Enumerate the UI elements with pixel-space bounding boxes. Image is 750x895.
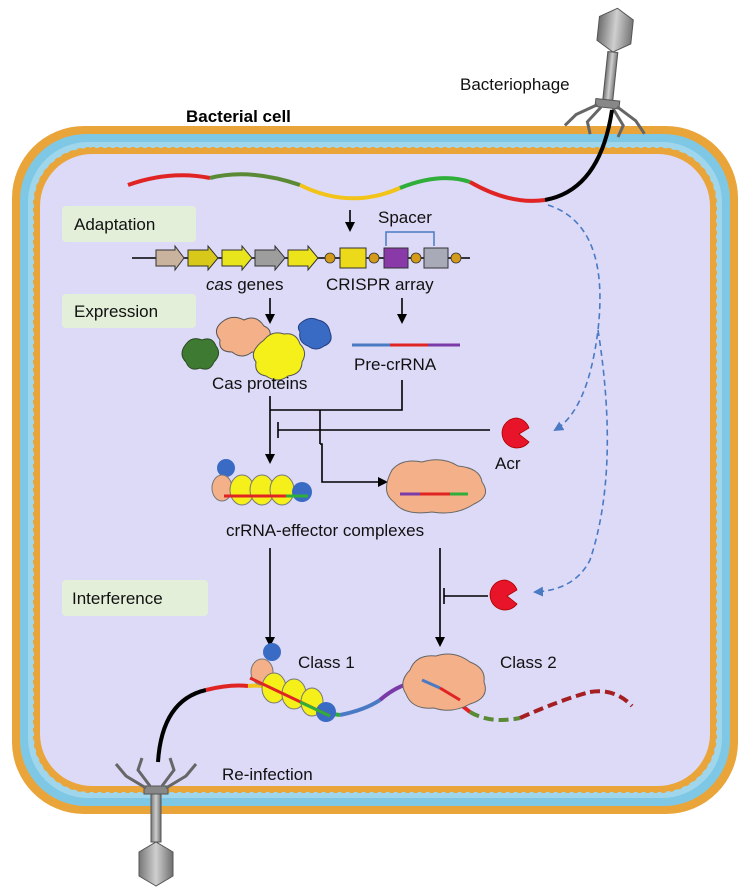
acr-protein-icon — [501, 417, 530, 449]
bacteriophage-label: Bacteriophage — [460, 75, 570, 94]
cas-proteins-label: Cas proteins — [212, 374, 307, 393]
acr-protein-icon — [489, 579, 518, 611]
class1-label: Class 1 — [298, 653, 355, 672]
stage-interference: Interference — [72, 589, 163, 608]
effector-complex-icon — [249, 643, 336, 722]
complexes-label: crRNA-effector complexes — [226, 521, 424, 540]
effector-complex-icon — [386, 459, 487, 514]
cas-genes-locus — [132, 244, 470, 272]
stage-box-interference — [62, 580, 208, 616]
crispr-array-label: CRISPR array — [326, 275, 434, 294]
spacer-label: Spacer — [378, 208, 432, 227]
reinfection-label: Re-infection — [222, 765, 313, 784]
anti-crispr-induction-arrow-1 — [547, 204, 601, 432]
pre-crrna-label: Pre-crRNA — [354, 355, 437, 374]
class2-label: Class 2 — [500, 653, 557, 672]
acr-label: Acr — [495, 454, 521, 473]
effector-complex-icon — [211, 459, 312, 506]
cell-membrane — [12, 126, 738, 814]
phage-dna — [127, 109, 614, 203]
stage-box-adaptation — [62, 206, 196, 242]
effector-complex-icon — [402, 653, 486, 711]
bacterial-cell-label: Bacterial cell — [186, 107, 291, 126]
stage-box-expression — [62, 294, 196, 328]
stage-expression: Expression — [74, 302, 158, 321]
anti-crispr-induction-arrow-2 — [533, 329, 609, 597]
processing-arrows — [265, 380, 490, 487]
cas-genes-label: cas genes — [206, 275, 284, 294]
cas-protein-icon — [181, 316, 332, 381]
cytoplasm — [40, 154, 710, 786]
crispr-array — [324, 247, 462, 269]
stage-adaptation: Adaptation — [74, 215, 155, 234]
spacer-bracket — [385, 231, 435, 246]
